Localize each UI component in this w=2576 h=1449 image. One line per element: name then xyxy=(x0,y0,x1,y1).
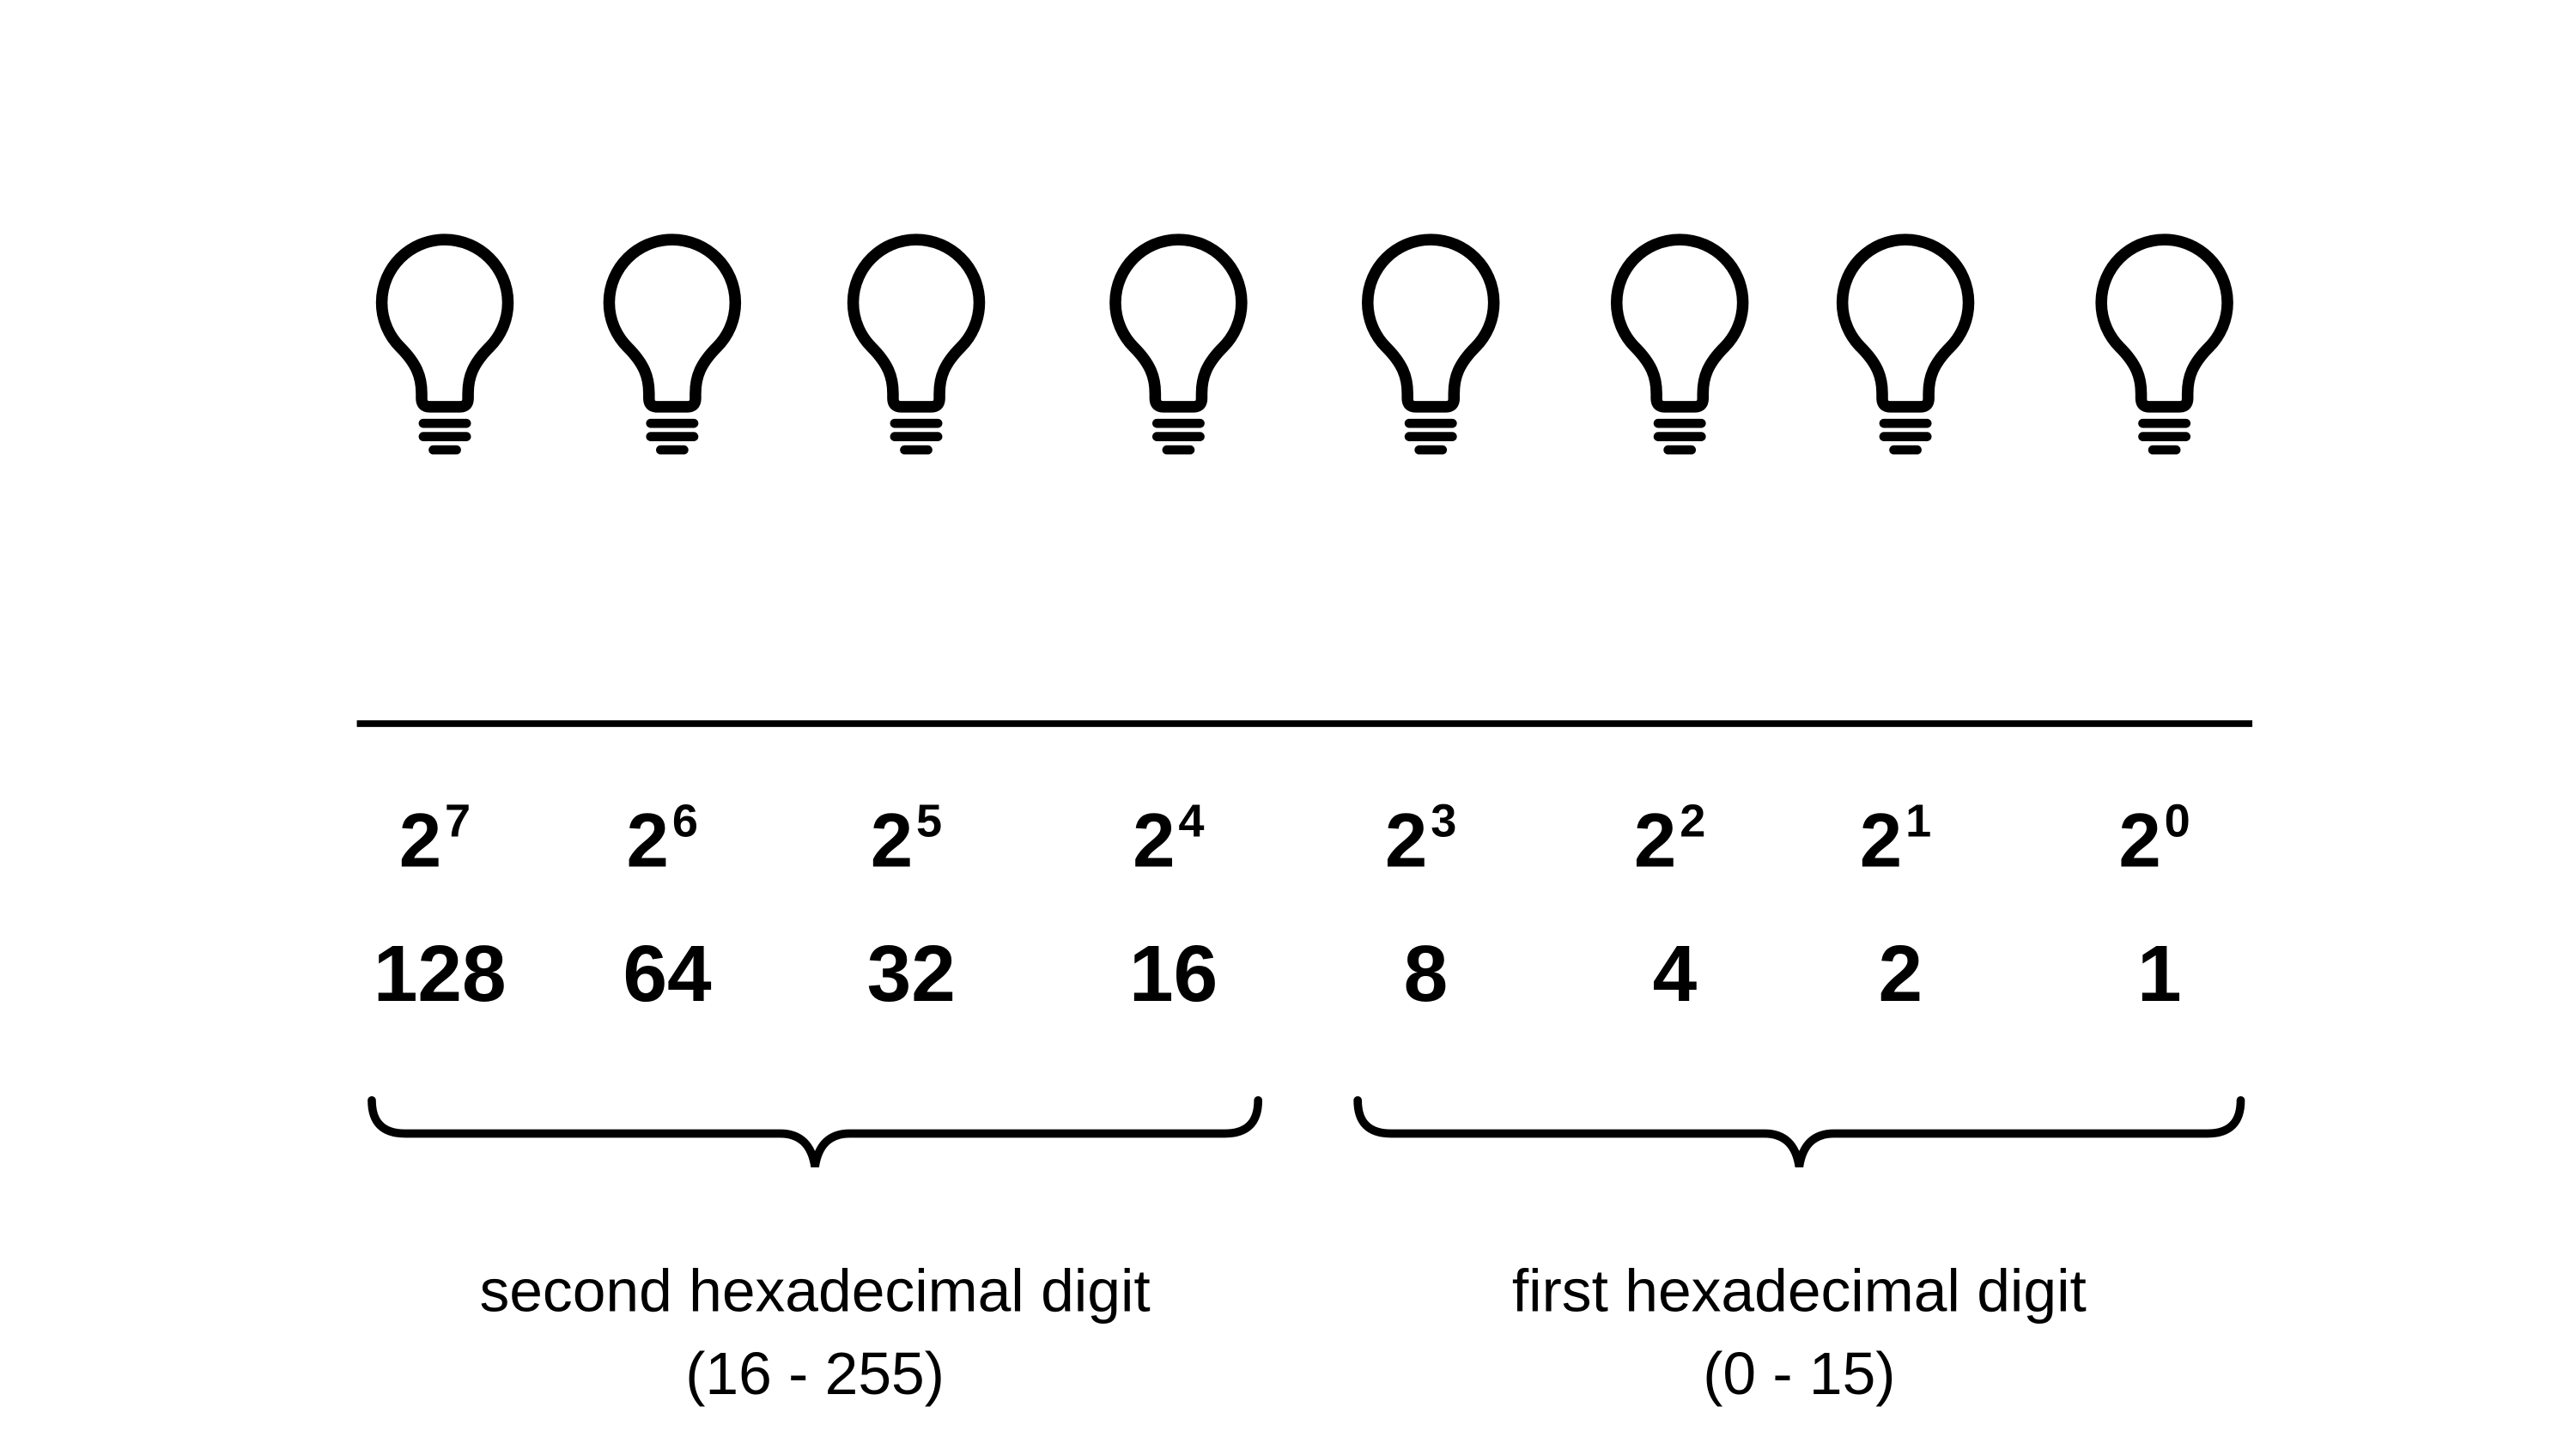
power-exponent: 1 xyxy=(1905,795,1931,846)
power-base: 2 xyxy=(871,797,913,882)
power-exponent: 7 xyxy=(445,795,471,846)
place-value: 2 xyxy=(1878,929,1923,1018)
brace-second-digit xyxy=(368,1095,1263,1168)
power-exponent: 6 xyxy=(672,795,698,846)
place-value: 32 xyxy=(867,929,956,1018)
group-label-second-digit: second hexadecimal digit xyxy=(479,1257,1150,1324)
place-value: 1 xyxy=(2137,929,2182,1018)
lightbulb-icon xyxy=(1368,239,1494,450)
lightbulb-icon xyxy=(609,239,735,450)
power-base: 2 xyxy=(1133,797,1175,882)
power-base: 2 xyxy=(399,797,441,882)
power-exponent: 4 xyxy=(1178,795,1204,846)
power-base: 2 xyxy=(627,797,669,882)
power-base: 2 xyxy=(1634,797,1676,882)
place-value: 16 xyxy=(1129,929,1218,1018)
power-base: 2 xyxy=(1860,797,1902,882)
power-exponent: 2 xyxy=(1680,795,1705,846)
power-exponent: 0 xyxy=(2165,795,2190,846)
place-value: 64 xyxy=(623,929,712,1018)
power-base: 2 xyxy=(2118,797,2160,882)
group-range-second-digit: (16 - 255) xyxy=(685,1340,945,1407)
power-exponent: 5 xyxy=(916,795,942,846)
lightbulb-icon xyxy=(1617,239,1743,450)
power-base: 2 xyxy=(1385,797,1427,882)
place-value: 128 xyxy=(374,929,507,1018)
group-range-first-digit: (0 - 15) xyxy=(1703,1340,1895,1407)
lightbulb-icon xyxy=(2101,239,2227,450)
lightbulb-icon xyxy=(1115,239,1242,450)
lightbulb-icon xyxy=(1843,239,1969,450)
lightbulb-icon xyxy=(382,239,508,450)
brace-first-digit xyxy=(1353,1095,2245,1168)
group-label-first-digit: first hexadecimal digit xyxy=(1512,1257,2087,1324)
place-value: 4 xyxy=(1653,929,1698,1018)
place-value: 8 xyxy=(1404,929,1449,1018)
lightbulb-icon xyxy=(854,239,980,450)
power-exponent: 3 xyxy=(1431,795,1456,846)
